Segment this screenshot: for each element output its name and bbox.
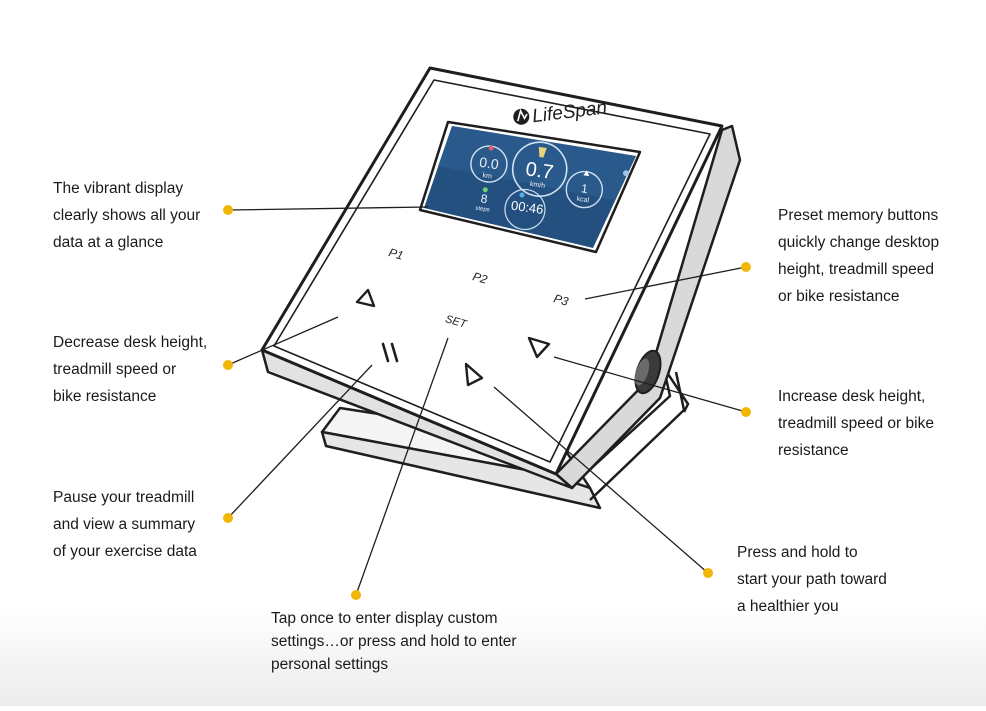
screen-distance-unit: km <box>482 172 492 180</box>
dot-decrease <box>223 360 233 370</box>
callout-increase: Increase desk height, treadmill speed or… <box>778 388 934 459</box>
dot-pause <box>223 513 233 523</box>
screen-steps-value: 8 <box>480 191 489 206</box>
button-p3[interactable]: P3 <box>552 291 570 309</box>
screen-distance-value: 0.0 <box>478 154 500 173</box>
callout-display: The vibrant display clearly shows all yo… <box>53 180 201 251</box>
play-triangle-icon[interactable] <box>464 362 484 387</box>
leader-lines <box>227 206 747 596</box>
screen-steps-unit: steps <box>475 206 490 214</box>
callout-hold: Press and hold to start your path toward… <box>737 544 887 615</box>
screen-time-value: 00:46 <box>510 198 544 217</box>
triangle-up-icon[interactable] <box>355 288 376 308</box>
callout-set: Tap once to enter display custom setting… <box>271 610 517 673</box>
screen-speed-unit: km/h <box>529 181 545 190</box>
callout-preset: Preset memory buttons quickly change des… <box>778 207 940 305</box>
callout-pause: Pause your treadmill and view a summary … <box>53 489 197 560</box>
dot-set <box>351 590 361 600</box>
dot-increase <box>741 407 751 417</box>
screen-calories-value: 1 <box>580 181 589 196</box>
screen-calories-unit: kcal <box>576 196 590 205</box>
dot-preset <box>741 262 751 272</box>
dot-hold <box>703 568 713 578</box>
triangle-down-icon[interactable] <box>527 336 551 359</box>
button-p1[interactable]: P1 <box>387 245 405 263</box>
display-screen: 0.0 km 0.7 km/h 1 kcal 8 steps 00:46 <box>418 120 642 254</box>
dot-display <box>223 205 233 215</box>
callout-decrease: Decrease desk height, treadmill speed or… <box>53 334 208 405</box>
callout-dots <box>223 205 751 600</box>
pause-icon[interactable] <box>381 342 399 363</box>
button-p2[interactable]: P2 <box>471 269 489 287</box>
screen-speed-value: 0.7 <box>524 158 555 184</box>
